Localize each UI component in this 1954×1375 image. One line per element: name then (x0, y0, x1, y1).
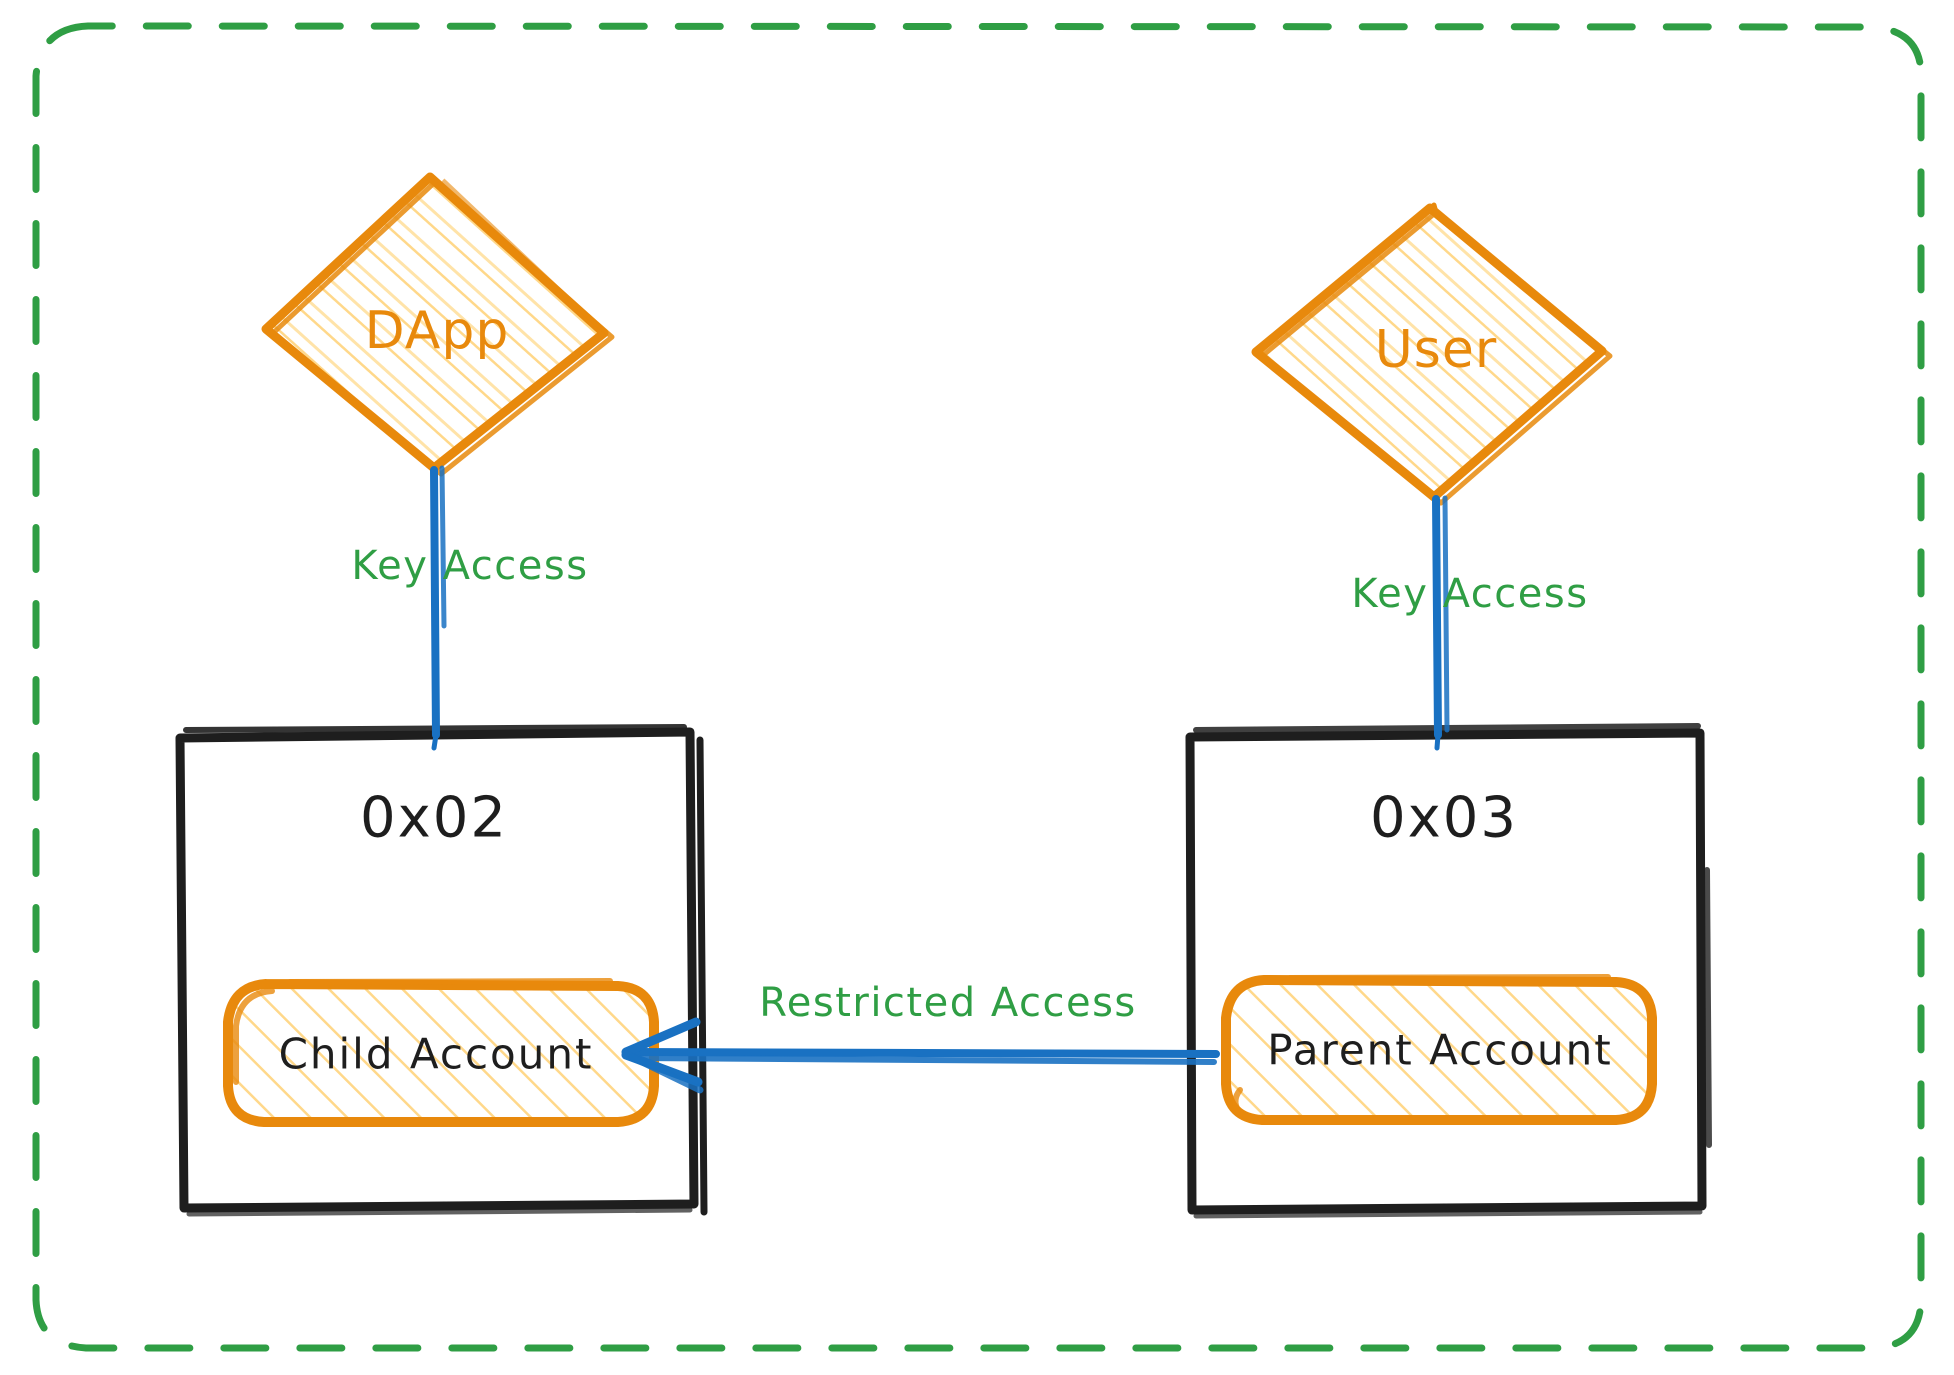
dashed-boundary (32, 22, 1925, 1352)
account-0x02-box-shape (175, 724, 708, 1217)
account-0x03-box-shape (1185, 723, 1712, 1219)
child-account-shape (223, 978, 659, 1127)
edge-parent-to-child (621, 1017, 1220, 1094)
edge-user-to-0x03 (1432, 495, 1450, 751)
edge-dapp-to-0x02 (430, 465, 447, 751)
parent-account-shape (1221, 974, 1657, 1125)
user-diamond-shape (1251, 202, 1613, 506)
dapp-diamond-shape (261, 172, 615, 477)
